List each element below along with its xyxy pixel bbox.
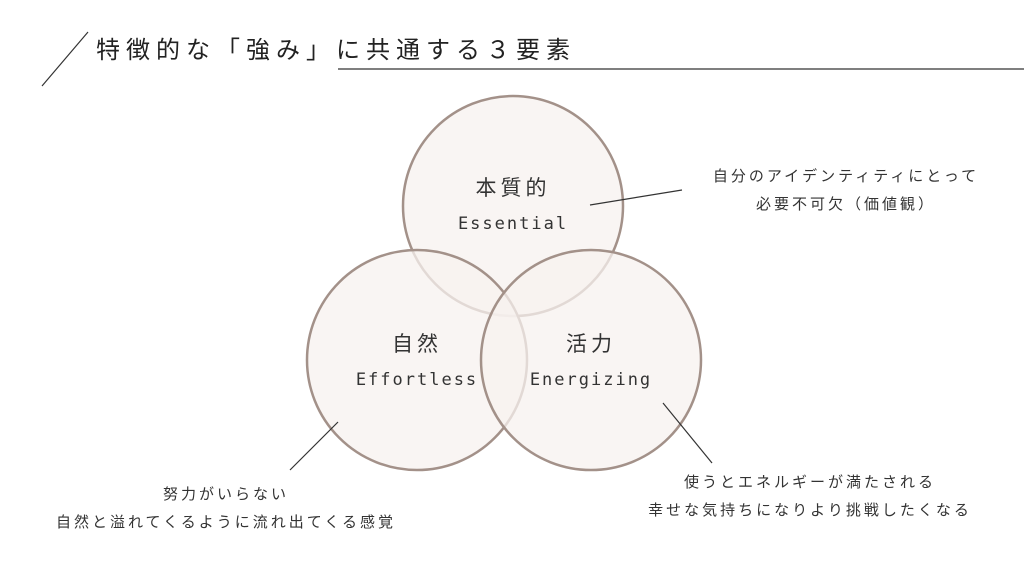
title-slash-line [41, 31, 89, 87]
label-energizing-jp: 活力 [566, 332, 616, 356]
note-essential-line-1: 自分のアイデンティティにとって [712, 167, 980, 185]
connector-essential [589, 189, 683, 206]
connector-effortless [289, 421, 339, 471]
label-effortless: 自然 Effortless [342, 328, 492, 390]
label-effortless-en: Effortless [355, 370, 479, 390]
label-energizing-en: Energizing [529, 370, 653, 390]
label-effortless-jp: 自然 [392, 332, 442, 356]
note-effortless: 努力がいらない 自然と溢れてくるように流れ出てくる感覚 [6, 480, 446, 536]
circle-energizing [479, 248, 703, 472]
note-effortless-line-2: 自然と溢れてくるように流れ出てくる感覚 [55, 513, 397, 531]
label-essential: 本質的 Essential [438, 172, 588, 234]
connector-energizing [662, 402, 713, 464]
note-effortless-line-1: 努力がいらない [162, 485, 289, 503]
note-energizing-line-1: 使うとエネルギーが満たされる [683, 473, 936, 491]
note-essential: 自分のアイデンティティにとって 必要不可欠（価値観） [676, 162, 1016, 218]
note-essential-line-2: 必要不可欠（価値観） [755, 195, 936, 213]
page-title: 特徴的な「強み」に共通する３要素 [96, 36, 576, 64]
label-energizing: 活力 Energizing [516, 328, 666, 390]
note-energizing: 使うとエネルギーが満たされる 幸せな気持ちになりより挑戦したくなる [610, 468, 1010, 524]
label-essential-en: Essential [457, 214, 569, 234]
note-energizing-line-2: 幸せな気持ちになりより挑戦したくなる [648, 501, 972, 519]
label-essential-jp: 本質的 [475, 176, 551, 200]
